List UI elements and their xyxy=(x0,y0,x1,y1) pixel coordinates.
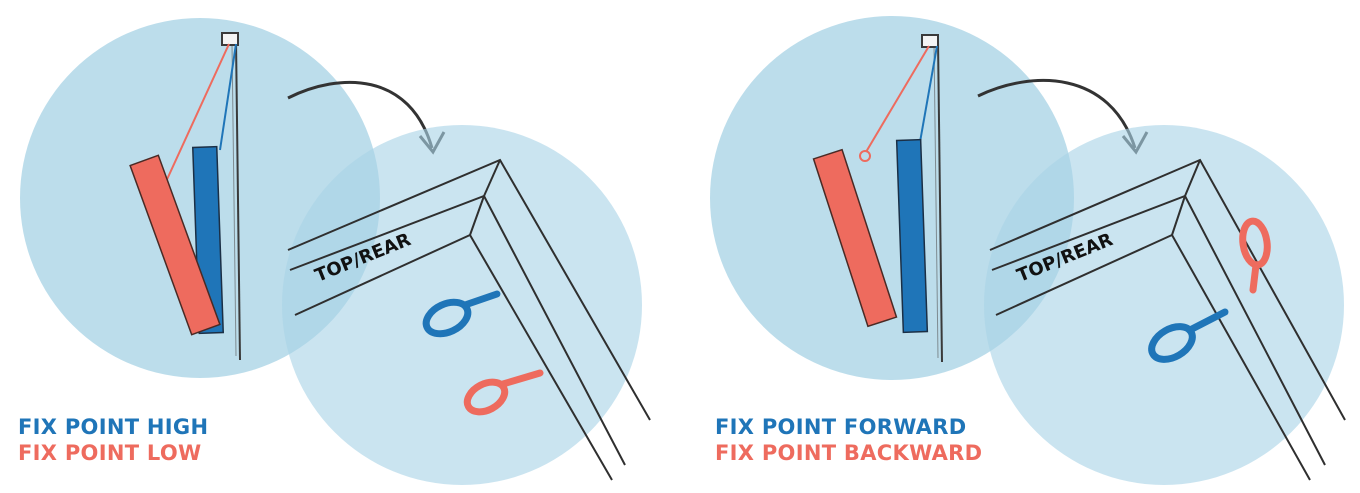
caption-blue: FIX POINT HIGH xyxy=(18,415,209,439)
left-illustration: TOP/REAR xyxy=(20,18,651,485)
red-string xyxy=(163,43,230,187)
caption-red: FIX POINT BACKWARD xyxy=(715,441,983,465)
red-string xyxy=(865,45,930,153)
blue-fix-point xyxy=(1148,308,1229,363)
red-fix-point xyxy=(1239,217,1271,294)
zoom-arrow xyxy=(287,80,434,149)
wall-line xyxy=(937,39,943,363)
wall-line xyxy=(235,39,241,361)
anchor-point xyxy=(221,32,239,46)
red-panel-backward xyxy=(812,148,898,328)
zoom-circle xyxy=(984,125,1344,485)
frame-corner xyxy=(989,158,1346,481)
frame-corner xyxy=(287,158,651,481)
red-panel-low xyxy=(129,154,221,336)
right-illustration: TOP/REAR xyxy=(710,16,1346,485)
blue-panel-forward xyxy=(895,138,929,334)
left-panel: TOP/REAR FIX POINT HIGH FIX POINT LOW xyxy=(18,18,651,485)
right-panel: TOP/REAR FIX POINT FORWARD FIX POINT BAC… xyxy=(680,0,1360,493)
red-fix-point xyxy=(463,369,544,416)
blue-string xyxy=(219,43,237,151)
anchor-point xyxy=(921,34,939,48)
blue-string xyxy=(919,45,938,143)
caption-blue: FIX POINT FORWARD xyxy=(715,415,967,439)
side-view-circle xyxy=(710,16,1074,380)
blue-fix-point xyxy=(422,290,501,338)
caption-red: FIX POINT LOW xyxy=(18,441,202,465)
zoom-arrow xyxy=(977,79,1137,149)
